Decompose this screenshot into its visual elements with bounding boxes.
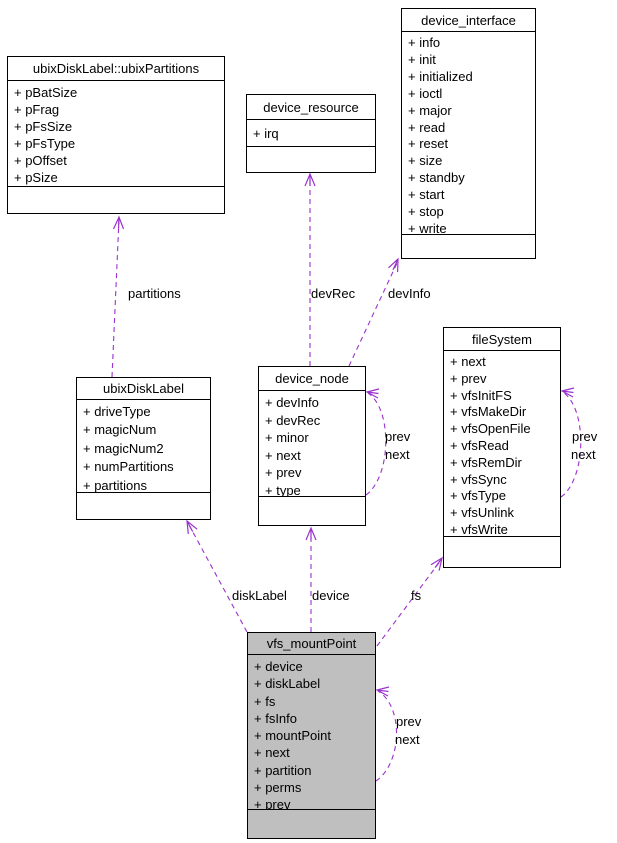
class-field: + read <box>408 119 446 135</box>
class-field: + vfsUnlink <box>450 505 514 521</box>
class-field: + next <box>254 745 290 761</box>
class-title-device-interface: device_interface <box>402 9 535 32</box>
class-field: + irq <box>253 126 279 141</box>
class-field: + pOffset <box>14 153 67 168</box>
class-field: + vfsRemDir <box>450 454 522 470</box>
class-field: + magicNum2 <box>83 440 164 456</box>
class-fields-ubix-partitions: + pBatSize + pFrag + pFsSize + pFsType + pOf… <box>8 81 224 187</box>
edge-label-device-node-prev: prev <box>385 429 411 444</box>
class-field: + partitions <box>83 477 147 493</box>
class-field: + prev <box>450 370 487 386</box>
class-field: + type <box>265 482 301 497</box>
edge-label-disklabel: diskLabel <box>232 588 287 603</box>
class-fields-device-interface: + info+ init+ initialized+ ioctl+ major+… <box>402 32 535 235</box>
class-field: + fs <box>254 693 276 709</box>
class-footer-device-node <box>259 497 365 525</box>
edge-label-devinfo: devInfo <box>388 286 431 301</box>
class-field: + device <box>254 659 303 674</box>
class-title-device-node: device_node <box>259 367 365 391</box>
class-field: + devRec <box>265 412 321 428</box>
edge-label-file-system-next: next <box>571 447 596 462</box>
class-field: + info <box>408 35 441 50</box>
class-field: + vfsRead <box>450 437 509 453</box>
edge-device <box>305 526 317 632</box>
edge-device-node-self-loop <box>365 388 387 496</box>
class-field: + standby <box>408 170 465 186</box>
class-field: + numPartitions <box>83 459 174 475</box>
class-field: + write <box>408 220 447 235</box>
edge-label-device: device <box>312 588 350 603</box>
class-fields-device-resource: + irq <box>247 120 375 147</box>
class-field: + vfsType <box>450 488 506 504</box>
class-field: + fsInfo <box>254 710 297 726</box>
class-field: + perms <box>254 780 302 796</box>
class-box-vfs-mount-point: vfs_mountPoint + device+ diskLabel+ fs+ … <box>247 632 376 839</box>
class-field: + major <box>408 102 452 118</box>
edge-label-device-node-next: next <box>385 447 410 462</box>
class-footer-device-resource <box>247 147 375 172</box>
class-field: + diskLabel <box>254 676 321 692</box>
class-box-device-resource[interactable]: device_resource + irq <box>246 94 376 173</box>
class-field: + pFsType <box>14 136 76 151</box>
class-box-device-interface[interactable]: device_interface + info+ init+ initializ… <box>401 8 536 259</box>
class-field: + vfsWrite <box>450 521 508 537</box>
class-field: + init <box>408 51 436 67</box>
class-field: + vfsOpenFile <box>450 421 531 437</box>
class-box-device-node[interactable]: device_node + devInfo + devRec + minor + ne… <box>258 366 366 526</box>
class-field: + pBatSize <box>14 85 78 100</box>
class-field: + pSize <box>14 170 58 185</box>
edge-fs <box>376 556 443 647</box>
edge-label-devrec: devRec <box>311 286 356 301</box>
edge-label-vfs-prev: prev <box>396 714 422 729</box>
edge-label-partitions: partitions <box>128 286 181 301</box>
class-field: + size <box>408 153 443 169</box>
class-fields-vfs-mount-point: + device + diskLabel+ fs+ fsInfo + mountPo… <box>248 655 375 810</box>
class-field: + prev <box>254 797 291 810</box>
edge-label-vfs-next: next <box>395 732 420 747</box>
class-fields-ubix-disk-label: + driveType + magicNum + magicNum2 + numPar… <box>77 400 210 493</box>
class-field: + pFrag <box>14 102 60 117</box>
class-field: + vfsInitFS <box>450 387 512 403</box>
edge-devrec <box>304 172 316 366</box>
class-field: + initialized <box>408 68 473 84</box>
class-title-device-resource: device_resource <box>247 95 375 120</box>
class-title-ubix-disk-label: ubixDiskLabel <box>77 378 210 400</box>
class-field: + pFsSize <box>14 119 73 134</box>
edge-devinfo <box>348 257 399 367</box>
class-footer-vfs-mount-point <box>248 810 375 838</box>
class-footer-ubix-disk-label <box>77 493 210 519</box>
class-field: + prev <box>265 465 302 480</box>
class-footer-file-system <box>444 537 560 567</box>
class-footer-ubix-partitions <box>8 187 224 213</box>
class-field: + next <box>265 447 301 463</box>
edge-partitions <box>111 215 125 378</box>
class-field: + vfsMakeDir <box>450 404 527 420</box>
class-box-file-system[interactable]: fileSystem + next+ prev+ vfsInitFS+ vfsM… <box>443 327 561 568</box>
edge-label-file-system-prev: prev <box>572 429 598 444</box>
class-title-ubix-partitions: ubixDiskLabel::ubixPartitions <box>8 57 224 81</box>
class-title-vfs-mount-point: vfs_mountPoint <box>248 633 375 655</box>
class-field: + vfsSync <box>450 471 507 487</box>
class-field: + devInfo <box>265 395 319 410</box>
class-field: + mountPoint <box>254 728 331 744</box>
class-field: + stop <box>408 204 444 220</box>
edge-disklabel <box>186 519 248 633</box>
class-footer-device-interface <box>402 235 535 258</box>
class-title-file-system: fileSystem <box>444 328 560 351</box>
class-box-ubix-partitions[interactable]: ubixDiskLabel::ubixPartitions + pBatSize… <box>7 56 225 214</box>
class-field: + ioctl <box>408 85 443 101</box>
class-field: + reset <box>408 136 449 152</box>
class-field: + driveType <box>83 404 151 419</box>
class-box-ubix-disk-label[interactable]: ubixDiskLabel + driveType + magicNum + mag… <box>76 377 211 520</box>
edge-vfs-self-loop <box>375 686 398 782</box>
class-fields-device-node: + devInfo + devRec + minor + next + prev + ty… <box>259 391 365 497</box>
class-fields-file-system: + next+ prev+ vfsInitFS+ vfsMakeDir+ vfs… <box>444 351 560 537</box>
edge-label-fs: fs <box>411 588 422 603</box>
class-field: + start <box>408 187 445 203</box>
class-field: + partition <box>254 762 312 778</box>
class-field: + magicNum <box>83 422 157 438</box>
class-field: + next <box>450 354 486 369</box>
class-field: + minor <box>265 430 309 445</box>
